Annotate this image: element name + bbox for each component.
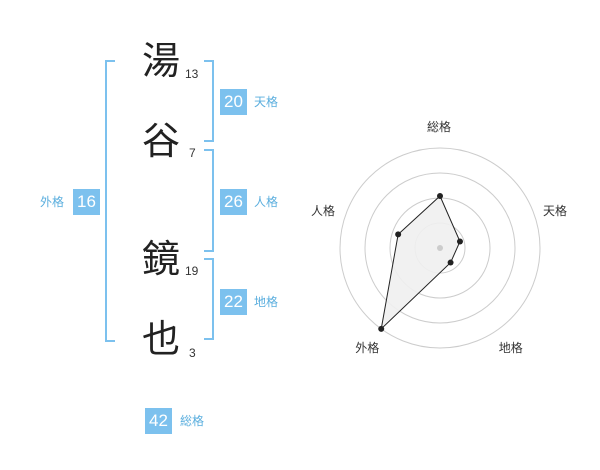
soukaku-value: 42 bbox=[145, 408, 172, 434]
radar-grid-ring bbox=[339, 147, 541, 349]
radar-axis-label: 天格 bbox=[543, 204, 568, 219]
gaikaku-value: 16 bbox=[73, 189, 100, 215]
radar-point-3 bbox=[447, 259, 454, 266]
chikaku-bracket bbox=[204, 258, 214, 340]
name-char-4: 也 bbox=[142, 317, 181, 361]
soukaku-label: 総格 bbox=[180, 414, 205, 428]
radar-axis-label: 総格 bbox=[427, 120, 452, 134]
stroke-count-2: 7 bbox=[189, 146, 196, 160]
gaikaku-bracket bbox=[105, 60, 115, 342]
radar-point-5 bbox=[395, 231, 402, 238]
name-char-1: 湯 bbox=[142, 39, 181, 83]
radar-axis-label: 外格 bbox=[355, 340, 380, 355]
tenkaku-value: 20 bbox=[220, 89, 247, 115]
name-char-3: 鏡 bbox=[142, 237, 181, 281]
tenkaku-bracket bbox=[204, 60, 214, 142]
radar-polygon bbox=[380, 195, 461, 331]
radar-point-1 bbox=[437, 193, 443, 199]
stroke-count-4: 3 bbox=[189, 346, 196, 360]
radar-point-4 bbox=[378, 325, 385, 332]
jinkaku-value: 26 bbox=[220, 189, 247, 215]
radar-grid-ring bbox=[364, 172, 516, 324]
radar-axis-label: 地格 bbox=[498, 340, 523, 355]
gaikaku-label: 外格 bbox=[40, 195, 65, 209]
chikaku-label: 地格 bbox=[254, 295, 279, 309]
radar-point-2 bbox=[456, 238, 463, 245]
radar-center-dot bbox=[437, 245, 443, 251]
stroke-count-1: 13 bbox=[185, 67, 199, 81]
stroke-count-3: 19 bbox=[185, 264, 199, 278]
name-char-2: 谷 bbox=[142, 119, 181, 163]
jinkaku-bracket bbox=[204, 149, 214, 252]
jinkaku-label: 人格 bbox=[254, 195, 279, 209]
chikaku-value: 22 bbox=[220, 289, 247, 315]
radar-axis-label: 人格 bbox=[310, 204, 335, 219]
tenkaku-label: 天格 bbox=[254, 95, 279, 109]
